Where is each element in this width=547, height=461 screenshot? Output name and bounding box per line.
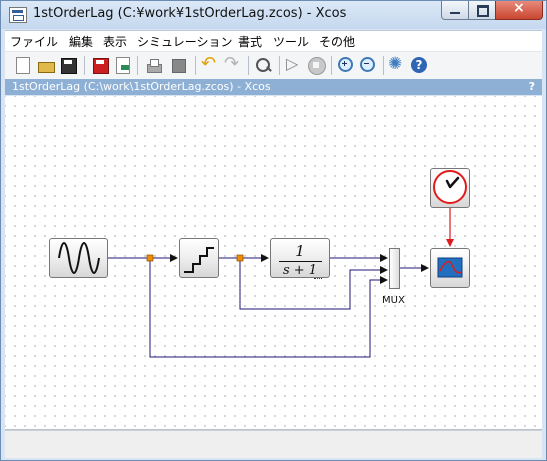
toolbar: ↶ ↷ ▷ ✺ ? [5,51,542,80]
toolbar-separator [84,56,85,75]
zoom-out-icon[interactable] [359,56,377,74]
close-icon[interactable]: × [495,0,543,20]
minimize-icon[interactable] [441,1,469,20]
transfer-function-numerator: 1 [295,242,305,260]
block-parameter-indicator [314,278,322,281]
menu-simulation[interactable]: シミュレーション [137,35,233,49]
save-icon[interactable] [59,56,77,74]
clock-block[interactable] [430,168,470,208]
menu-format[interactable]: 書式 [238,35,263,49]
status-bar [5,430,542,458]
save-as-icon[interactable] [91,56,109,74]
transfer-function-block[interactable]: 1 s + 1 [270,238,330,278]
zoom-in-icon[interactable] [337,56,355,74]
diagram-title: 1stOrderLag (C:\work\1stOrderLag.zcos) -… [12,80,271,93]
redo-icon[interactable]: ↷ [224,53,240,74]
xcos-app-icon [9,7,27,23]
help-icon[interactable]: ? [410,56,428,74]
menu-file[interactable]: ファイル [10,35,59,49]
menu-view[interactable]: 表示 [103,35,128,49]
setup-icon[interactable]: ✺ [388,54,403,74]
menu-other[interactable]: その他 [319,35,356,49]
scope-block[interactable] [430,248,470,288]
undo-icon[interactable]: ↶ [201,53,217,74]
diagram-tab-header: 1stOrderLag (C:\work\1stOrderLag.zcos) -… [5,79,542,95]
fraction-bar [278,261,322,262]
sine-wave-block[interactable] [49,238,108,278]
mux-label: MUX [382,295,405,306]
window-title: 1stOrderLag (C:¥work¥1stOrderLag.zcos) -… [33,6,347,21]
menu-bar: ファイル 編集 表示 シミュレーション 書式 ツール その他 [5,30,542,51]
menu-edit[interactable]: 編集 [69,35,94,49]
transfer-function-expression: 1 s + 1 [271,244,329,278]
toolbar-separator [279,56,280,75]
help-icon[interactable]: ? [528,80,535,93]
transfer-function-denominator: s + 1 [282,263,318,278]
zoom-view-icon[interactable] [254,56,272,74]
maximize-icon[interactable] [468,1,496,20]
print-icon[interactable] [144,56,162,74]
open-icon[interactable] [36,56,55,74]
menu-tools[interactable]: ツール [273,35,310,49]
new-icon[interactable] [13,56,31,74]
toolbar-separator [331,56,332,75]
mux-block[interactable] [389,248,400,289]
toolbar-separator [195,56,196,75]
toolbar-separator [383,56,384,75]
title-bar[interactable]: 1stOrderLag (C:¥work¥1stOrderLag.zcos) -… [1,0,546,29]
export-icon[interactable] [113,56,131,74]
toolbar-separator [137,56,138,75]
toolbar-separator [248,56,249,75]
stop-icon[interactable] [307,56,326,75]
step-block[interactable] [179,238,219,278]
start-icon[interactable]: ▷ [286,54,299,73]
palette-icon[interactable] [169,56,187,74]
